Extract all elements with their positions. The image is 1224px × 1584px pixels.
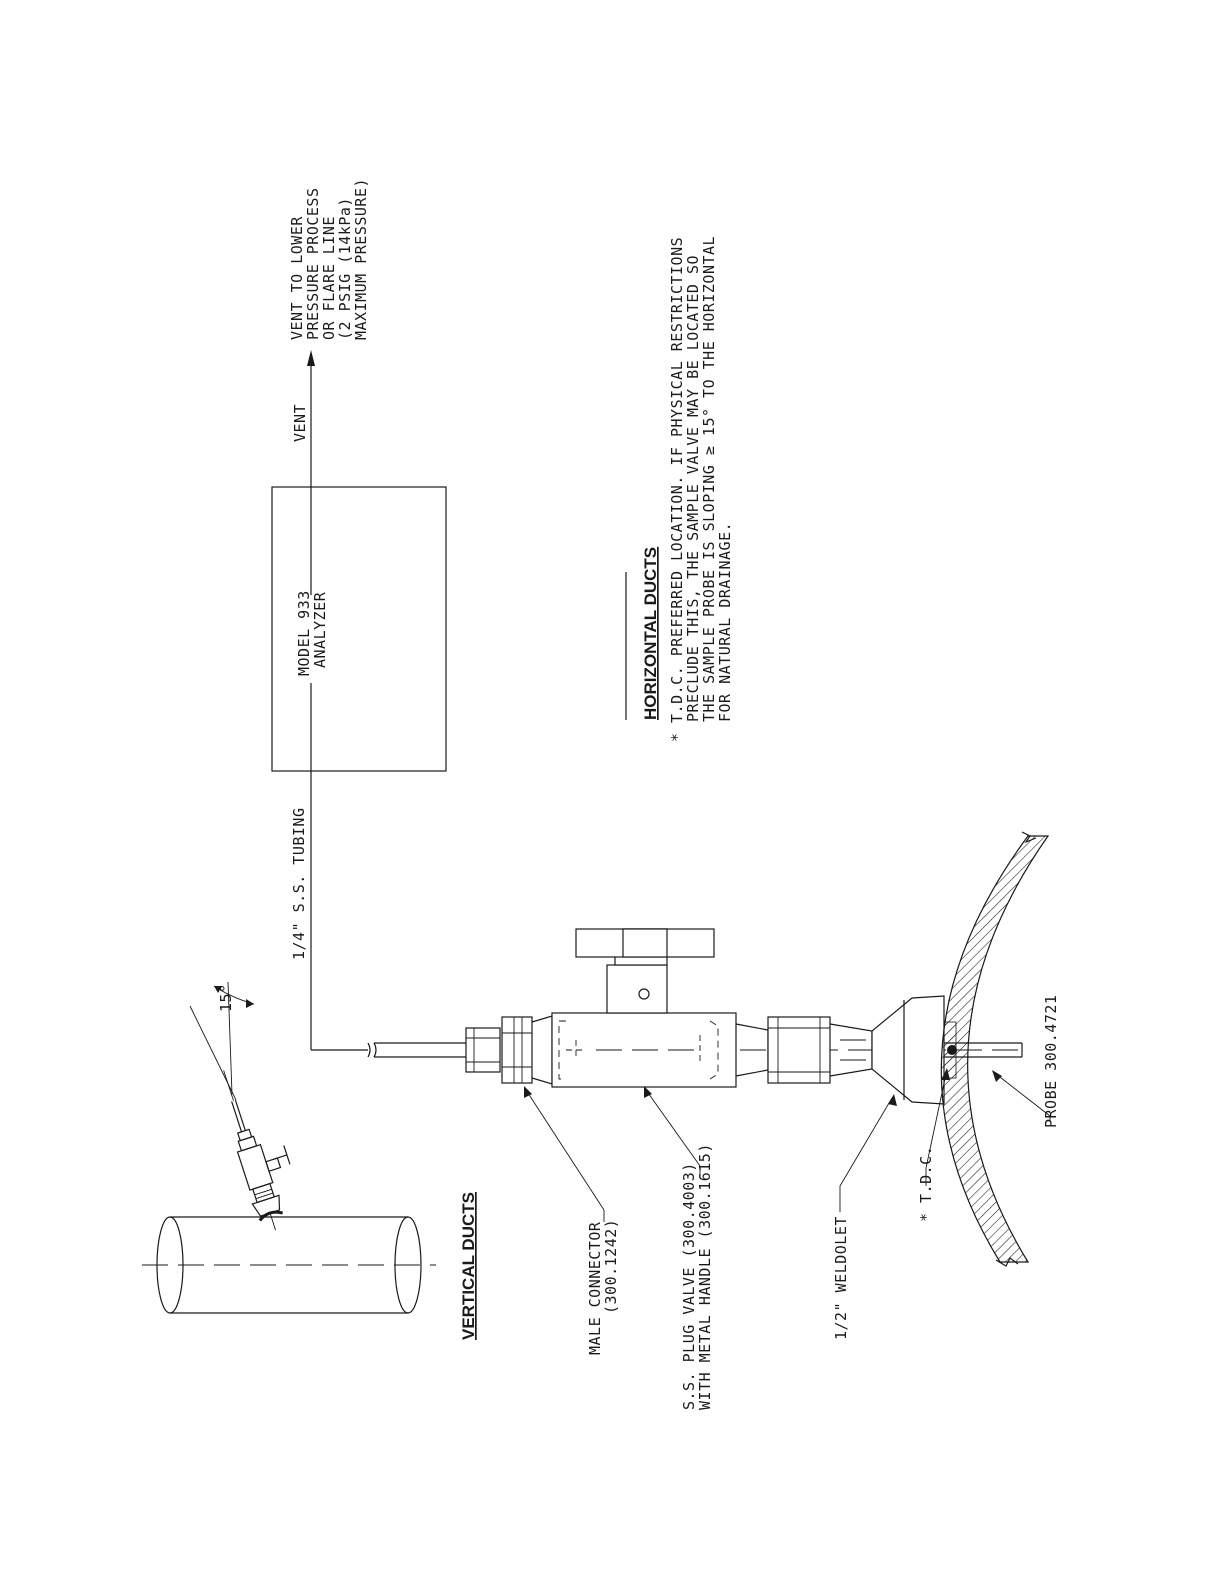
male-connector-hex: [501, 1016, 533, 1084]
vent-note-line-1: VENT TO LOWER: [288, 216, 306, 340]
component-labels: MALE CONNECTOR (300.1242) S.S. PLUG VALV…: [586, 995, 1060, 1410]
horizontal-note-line-2: PRECLUDE THIS, THE SAMPLE VALVE MAY BE L…: [684, 255, 702, 722]
main-assembly: [465, 831, 1050, 1267]
valve-handle-cap: [622, 928, 668, 958]
leaders: [524, 1068, 1051, 1222]
angle-label: 15°: [217, 983, 235, 1012]
vent-arrowhead: [307, 350, 315, 366]
horizontal-note-line-3: THE SAMPLE PROBE IS SLOPING ≥ 15° TO THE…: [700, 236, 718, 722]
duct-wall: [940, 835, 1050, 1263]
analyzer-label-line-1: MODEL 933: [295, 590, 313, 676]
horizontal-ducts-section: HORIZONTAL DUCTS * T.D.C. PREFERRED LOCA…: [625, 236, 734, 742]
vertical-duct-illustration: 15°: [142, 981, 436, 1314]
probe-label: PROBE 300.4721: [1042, 995, 1060, 1128]
valve-stem-pin: [638, 988, 650, 1000]
tdc-label: * T.D.C.: [917, 1146, 935, 1222]
horizontal-note-line-4: FOR NATURAL DRAINAGE.: [716, 522, 734, 722]
tubing-label: 1/4" S.S. TUBING: [290, 808, 308, 961]
analyzer-label-line-2: ANALYZER: [311, 591, 329, 668]
vent-note-line-4: (2 PSIG (14kPa): [336, 197, 354, 340]
vent-line: VENT: [291, 350, 315, 1050]
plug-valve-label-2: WITH METAL HANDLE (300.1615): [696, 1143, 714, 1410]
weldolet-label: 1/2" WELDOLET: [832, 1216, 850, 1340]
plug-valve-label-1: S.S. PLUG VALVE (300.4003): [680, 1162, 698, 1410]
vent-label: VENT: [291, 404, 309, 442]
horizontal-ducts-heading: HORIZONTAL DUCTS: [641, 547, 660, 720]
vent-note-line-5: MAXIMUM PRESSURE): [352, 178, 370, 340]
small-probe-assembly: [223, 1070, 291, 1231]
weldolet: [871, 995, 945, 1105]
vent-note-line-3: OR FLARE LINE: [320, 216, 338, 340]
small-nut: [465, 1027, 501, 1073]
analyzer-box: MODEL 933 ANALYZER: [271, 486, 447, 772]
tubing: [311, 1042, 466, 1058]
male-connector-label-2: (300.1242): [602, 1219, 620, 1314]
valve-bonnet: [606, 964, 668, 1014]
coupling-hex: [767, 1016, 831, 1084]
horizontal-note-line-1: * T.D.C. PREFERRED LOCATION. IF PHYSICAL…: [668, 237, 686, 742]
male-connector-label-1: MALE CONNECTOR: [586, 1221, 604, 1355]
vertical-ducts-heading: VERTICAL DUCTS: [459, 1192, 478, 1340]
vent-note-line-2: PRESSURE PROCESS: [304, 188, 322, 341]
vent-note: VENT TO LOWER PRESSURE PROCESS OR FLARE …: [288, 178, 370, 340]
